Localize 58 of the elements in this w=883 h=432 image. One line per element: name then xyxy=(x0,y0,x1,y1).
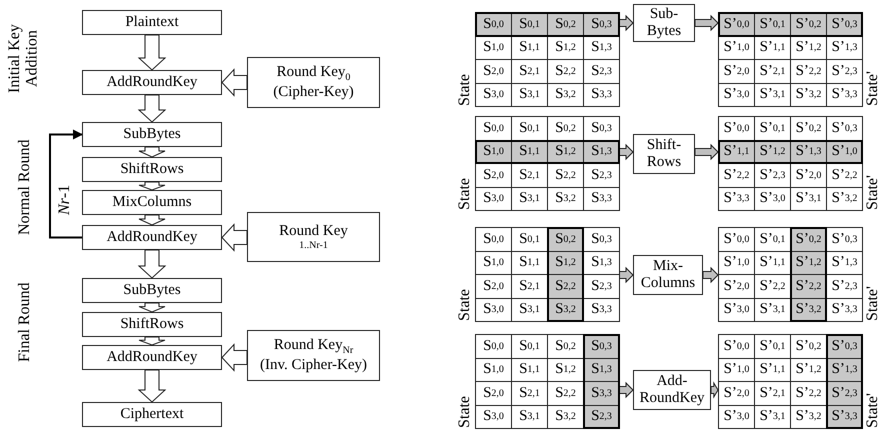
box-text: (Cipher-Key) xyxy=(273,84,354,101)
state-label: State xyxy=(456,395,473,428)
process-box: SubBytes xyxy=(82,122,222,147)
block-arrow xyxy=(221,223,248,252)
loop-arrow xyxy=(49,130,83,238)
block-arrow xyxy=(618,14,634,32)
state-matrix xyxy=(718,116,862,210)
block-arrow xyxy=(618,144,634,160)
state-label: State' xyxy=(864,392,881,428)
state-label: State xyxy=(456,288,473,321)
process-box: MixColumns xyxy=(82,190,222,215)
process-box: Mix- Columns xyxy=(633,255,703,295)
box-text: (Inv. Cipher-Key) xyxy=(260,356,368,374)
box-text: Round Key$_{0}$ xyxy=(276,64,350,84)
block-arrow xyxy=(702,266,719,284)
block-arrow xyxy=(138,34,166,71)
state-matrix xyxy=(475,227,619,321)
process-box: SubBytes xyxy=(82,278,222,303)
state-matrix xyxy=(718,12,862,106)
block-arrow xyxy=(138,146,166,158)
state-label: State xyxy=(456,177,473,210)
block-arrow xyxy=(138,370,166,403)
block-arrow xyxy=(710,381,719,399)
state-label: State xyxy=(456,73,473,106)
state-matrix xyxy=(475,12,619,106)
process-box: Sub- Bytes xyxy=(633,4,695,42)
block-arrow xyxy=(221,68,248,97)
block-arrow xyxy=(694,14,719,32)
state-matrix xyxy=(475,116,619,210)
state-label: State' xyxy=(864,174,881,210)
state-matrix xyxy=(718,227,862,321)
state-matrix xyxy=(718,334,862,428)
block-arrow xyxy=(138,302,166,313)
block-arrow xyxy=(138,94,166,123)
process-box: AddRoundKey xyxy=(82,225,222,250)
process-box: ShiftRows xyxy=(82,157,222,182)
block-arrow xyxy=(694,144,719,160)
section-label: Normal Round xyxy=(16,138,34,238)
process-box: Add- RoundKey xyxy=(633,370,711,410)
process-box: Plaintext xyxy=(82,10,222,35)
block-arrow xyxy=(618,266,634,284)
block-arrow xyxy=(618,382,634,398)
block-arrow xyxy=(138,250,166,279)
block-arrow xyxy=(138,214,166,226)
process-box: Shift- Rows xyxy=(633,134,695,174)
state-label: State' xyxy=(864,70,881,106)
section-label: Initial Key Addition xyxy=(6,23,42,96)
process-box: Ciphertext xyxy=(82,402,222,427)
process-box: ShiftRows xyxy=(82,312,222,337)
block-arrow xyxy=(138,336,166,346)
block-arrow xyxy=(138,182,166,191)
block-arrow xyxy=(221,343,248,372)
state-matrix xyxy=(475,334,619,428)
section-label: Final Round xyxy=(16,282,34,364)
process-box: AddRoundKey xyxy=(82,345,222,370)
box-text: Round Key$_{Nr}$ xyxy=(274,337,354,357)
process-box: AddRoundKey xyxy=(82,70,222,95)
state-label: State' xyxy=(864,285,881,321)
